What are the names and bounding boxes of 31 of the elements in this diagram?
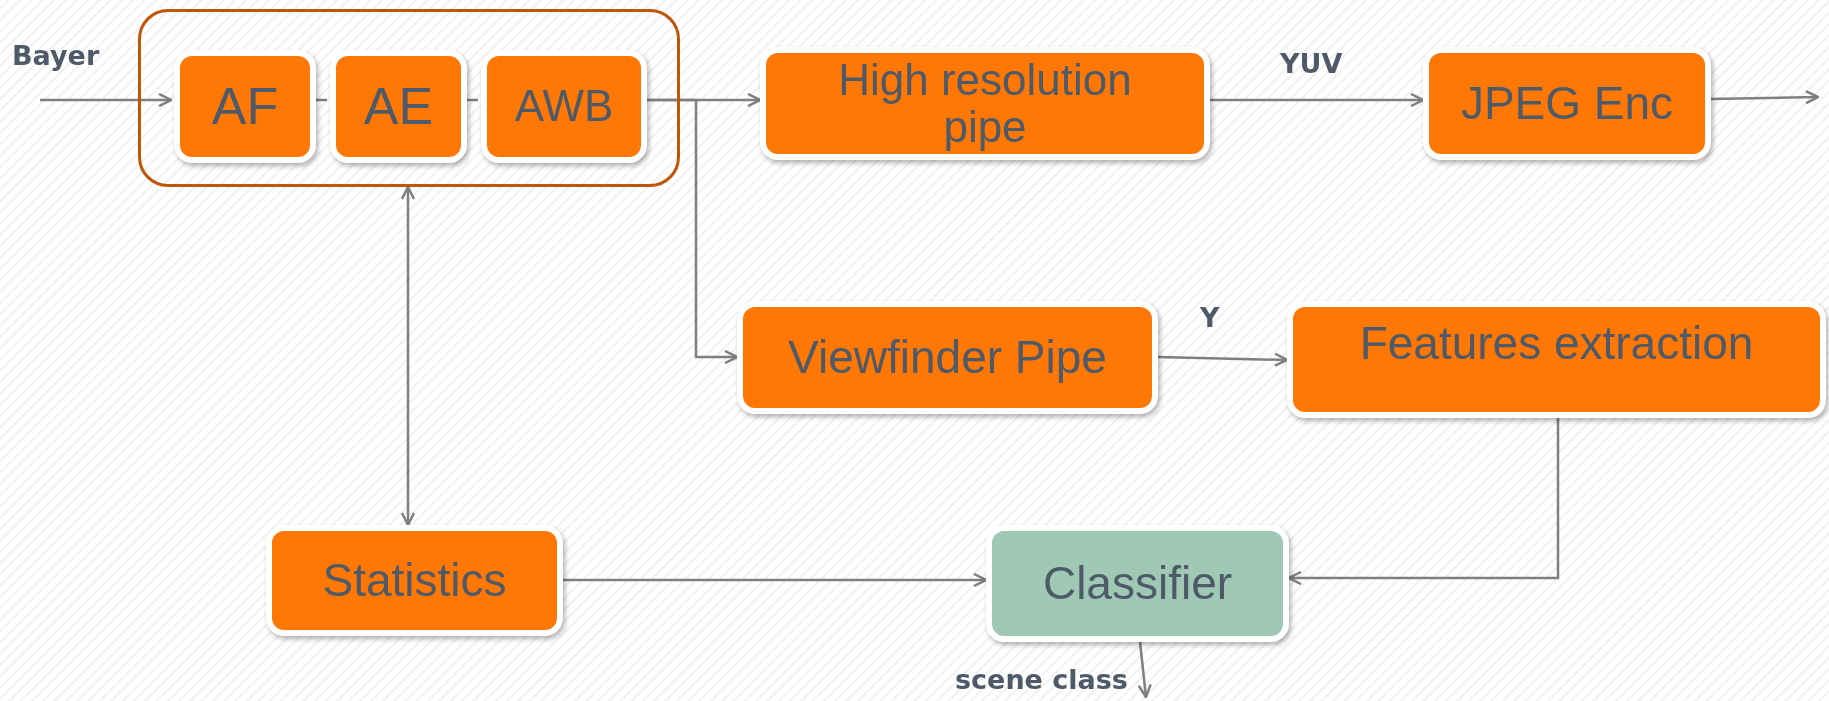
edge-label: YUV — [1280, 48, 1343, 79]
process-box — [986, 525, 1289, 642]
process-box — [760, 47, 1210, 160]
edge-label: Y — [1200, 302, 1220, 333]
node-label: AE — [362, 79, 435, 134]
arrow — [400, 185, 416, 527]
node-label: Classifier — [1041, 559, 1234, 608]
arrow — [1287, 418, 1560, 586]
arrow — [1137, 641, 1152, 699]
node-label: JPEG Enc — [1459, 79, 1675, 128]
edge-label: scene class — [955, 664, 1128, 695]
process-box — [1423, 47, 1711, 160]
node-label: Viewfinder Pipe — [787, 333, 1108, 382]
process-box — [330, 50, 467, 163]
arrow — [563, 572, 988, 588]
edge-label: Bayer — [12, 40, 100, 71]
process-box — [737, 301, 1158, 414]
node-label: Features extraction — [1358, 316, 1755, 368]
process-box — [266, 525, 563, 636]
group-frame — [138, 9, 680, 187]
node-label: High resolution pipe — [837, 57, 1133, 150]
arrow — [1210, 92, 1425, 108]
process-box — [481, 50, 647, 163]
node-label: Statistics — [321, 556, 508, 605]
node-label: AF — [210, 79, 280, 134]
process-box — [174, 50, 316, 163]
arrow — [1157, 352, 1289, 367]
arrow — [40, 92, 173, 108]
process-box — [1287, 301, 1826, 418]
arrow — [1710, 90, 1820, 105]
node-label: AWB — [513, 83, 615, 130]
